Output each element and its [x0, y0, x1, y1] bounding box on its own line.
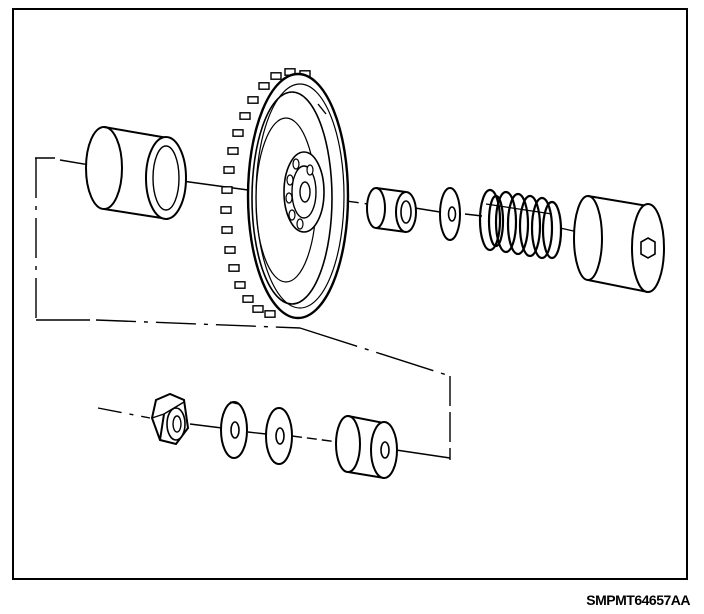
flat-washer-icon [439, 187, 461, 241]
hex-nut-icon [150, 392, 190, 446]
sprocket-gear-icon [220, 68, 350, 320]
spacer-collar-icon [366, 187, 417, 233]
figure-frame [12, 8, 688, 580]
figure-code-label: SMPMT64657AA [586, 592, 690, 608]
coil-spring-icon [478, 188, 563, 260]
bushing-sleeve-icon [85, 126, 187, 220]
lock-washer-icon [220, 401, 248, 459]
plain-washer-icon [265, 407, 293, 465]
end-cap-icon [573, 195, 665, 293]
short-spacer-icon [335, 415, 398, 479]
